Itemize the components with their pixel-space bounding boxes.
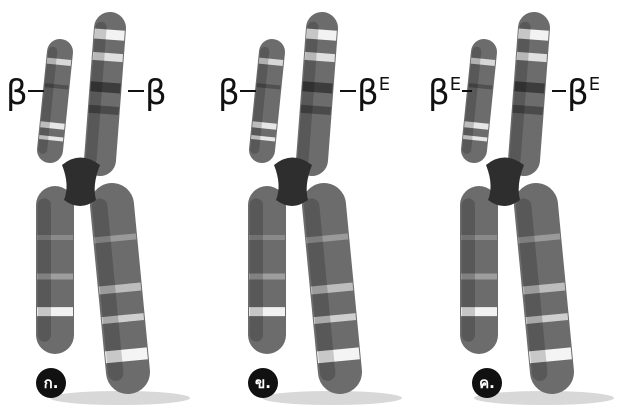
- left-allele-label: β: [218, 76, 240, 116]
- label-badge-b: ข.: [248, 368, 278, 398]
- floor-shadow: [262, 391, 402, 405]
- label-badge-a: ก.: [36, 368, 66, 398]
- chromosome-b: β βE ข.: [212, 0, 424, 412]
- label-badge-c: ค.: [472, 368, 502, 398]
- centromere: [62, 158, 100, 207]
- chromosome-a-drawing: [0, 0, 212, 412]
- chromosome-b-drawing: [212, 0, 424, 412]
- left-allele-marker: [28, 90, 44, 92]
- right-allele-label: βE: [567, 76, 600, 116]
- centromere: [486, 158, 524, 207]
- right-allele-marker: [128, 90, 144, 92]
- left-allele-label: β: [6, 76, 28, 116]
- left-allele-marker: [462, 90, 472, 92]
- right-allele-marker: [552, 90, 566, 92]
- right-allele-label: βE: [357, 76, 390, 116]
- chromosome-c-drawing: [424, 0, 636, 412]
- right-allele-label: β: [145, 76, 167, 116]
- right-allele-marker: [340, 90, 356, 92]
- left-allele-marker: [240, 90, 256, 92]
- centromere: [274, 158, 312, 207]
- chromosome-c: βE βE ค.: [424, 0, 636, 412]
- floor-shadow: [50, 391, 190, 405]
- left-allele-label: βE: [428, 76, 461, 116]
- chromosome-a: β β ก.: [0, 0, 212, 412]
